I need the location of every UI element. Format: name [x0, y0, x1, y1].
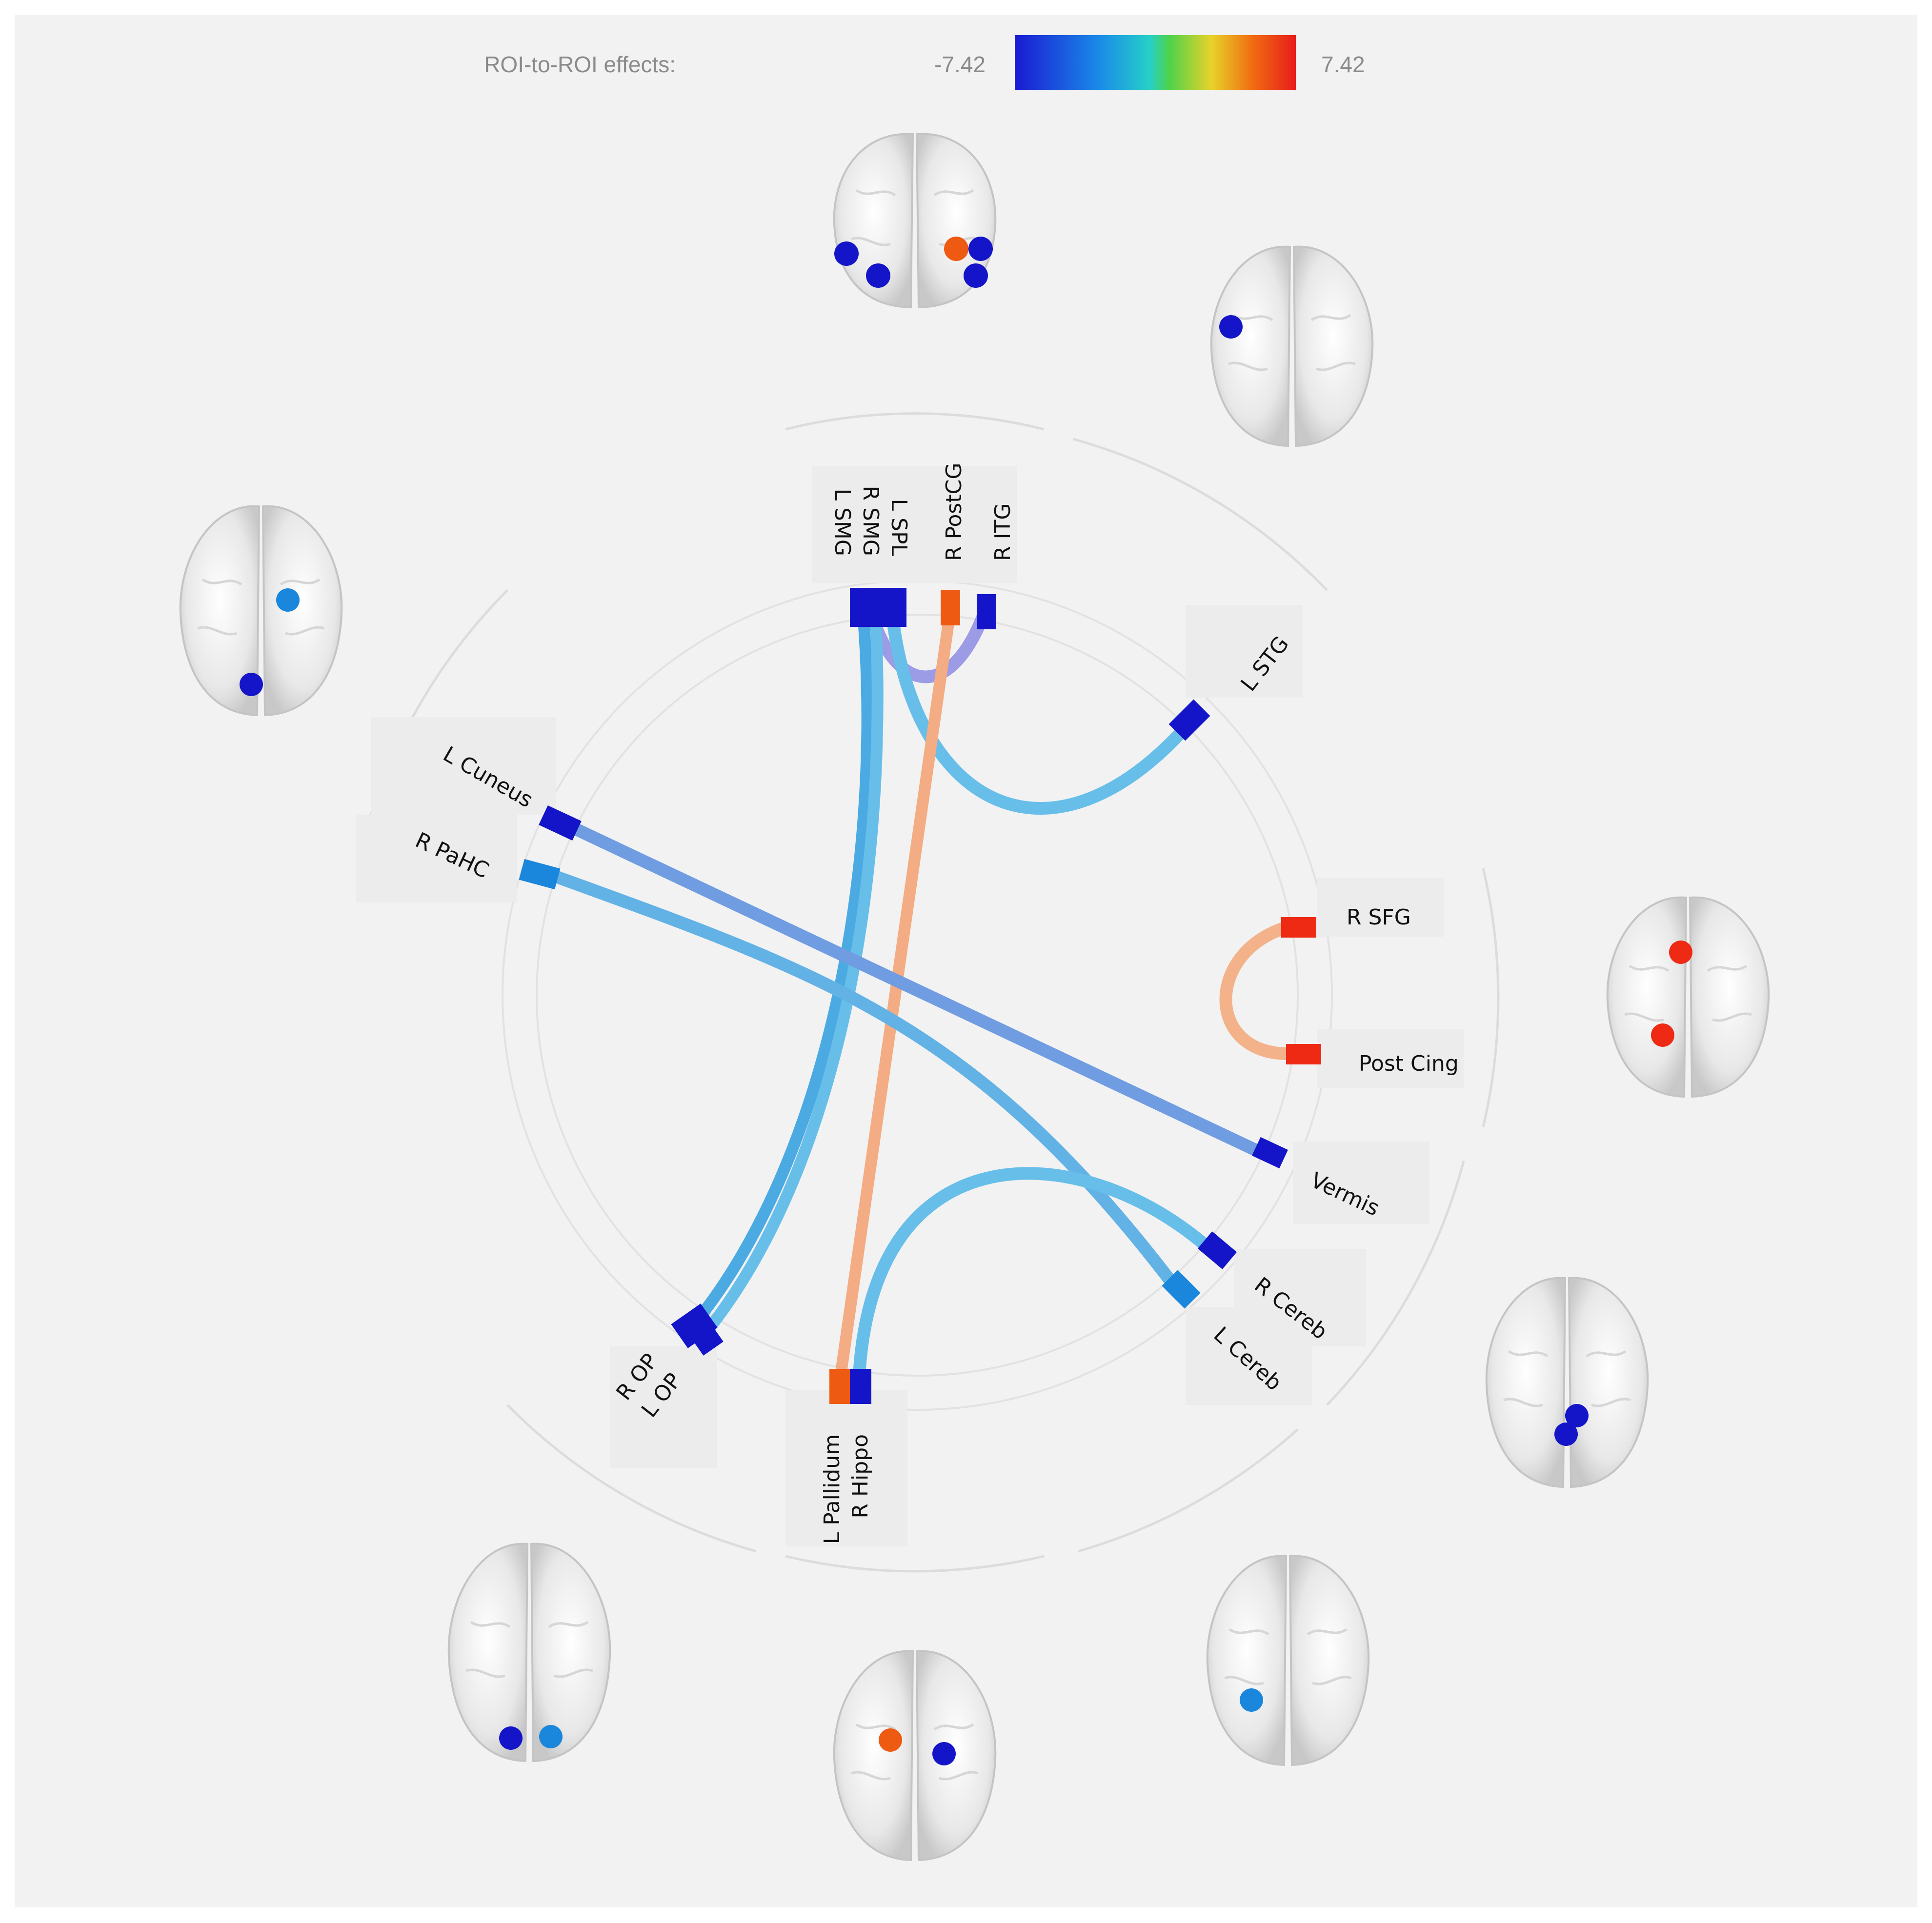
brain-dot [932, 1742, 956, 1765]
group-arc [1073, 438, 1328, 591]
brain-shape [1606, 896, 1770, 1098]
brain-dot [276, 588, 300, 612]
brain-shape [1210, 245, 1374, 447]
group-arc [1078, 1428, 1299, 1553]
brain-dot [1651, 1023, 1674, 1047]
node-marker-r-cereb [1197, 1231, 1237, 1269]
node-marker-l-pallidum [829, 1369, 851, 1404]
node-marker-r-op [671, 1303, 718, 1348]
brain-thumbnails [179, 133, 1770, 1862]
brain-shape [1485, 1277, 1649, 1488]
brain-dot [964, 263, 988, 288]
brain-dot [539, 1725, 563, 1748]
link-rhippo-rcereb [852, 1167, 1221, 1392]
legend-min-label: -7.42 [934, 52, 986, 77]
group-arc [1482, 868, 1500, 1127]
brain-top [833, 133, 997, 309]
brain-right [1606, 896, 1770, 1098]
node-label-r-hippo: R Hippo [848, 1434, 873, 1519]
node-marker-post-cing [1286, 1044, 1321, 1064]
brain-shape [833, 133, 997, 309]
node-label-l-spl: L SPL [886, 499, 911, 557]
brain-bottom-right [1485, 1277, 1649, 1488]
node-markers [519, 588, 1321, 1404]
connection-links [540, 603, 1294, 1392]
node-label-r-postcg: R PostCG [942, 463, 966, 561]
node-marker-r-pahc [519, 859, 561, 890]
brain-shape [1206, 1555, 1370, 1766]
link-lsmg-rop [682, 614, 873, 1338]
node-marker-l-stg [1168, 699, 1210, 741]
node-marker-r-sfg [1281, 917, 1316, 938]
brain-shape [179, 505, 343, 717]
node-label-r-itg: R ITG [990, 503, 1015, 561]
node-marker-l-cereb [1162, 1270, 1201, 1309]
legend-title: ROI-to-ROI effects: [484, 52, 676, 77]
group-arc [506, 1404, 757, 1553]
label-backdrops [356, 466, 1464, 1546]
brain-dot [834, 241, 859, 266]
node-marker-l-cuneus [539, 805, 582, 841]
node-marker-vermis [1252, 1137, 1288, 1169]
node-label-l-smg: L SMG [830, 489, 855, 557]
node-marker-l-spl [882, 588, 906, 627]
node-label-r-sfg: R SFG [1347, 905, 1411, 930]
link-rsfg-postcing [1219, 921, 1294, 1060]
link-rpostcg-lpallidum [833, 604, 956, 1391]
brain-dot [866, 263, 890, 288]
diagram-panel [15, 15, 1917, 1907]
brain-dot [944, 237, 968, 261]
legend-colorbar [1015, 35, 1296, 90]
legend-max-label: 7.42 [1321, 52, 1365, 77]
node-marker-r-hippo [850, 1369, 871, 1404]
brain-shape [833, 1650, 997, 1862]
link-rsmg-lop [697, 614, 884, 1342]
brain-dot [240, 673, 263, 696]
group-arc [1326, 1161, 1465, 1406]
node-label-post-cing: Post Cing [1359, 1051, 1459, 1076]
brain-dot [968, 237, 993, 261]
brain-dot [1554, 1422, 1578, 1446]
brain-dot [1240, 1688, 1263, 1712]
link-rsmg-ritg [867, 603, 992, 683]
node-marker-l-op [686, 1318, 724, 1356]
node-marker-r-itg [977, 594, 996, 629]
brain-bottom [833, 1650, 997, 1862]
brain-bottom-right-lower [1206, 1555, 1370, 1766]
node-label-l-pallidum: L Pallidum [820, 1434, 845, 1544]
brain-left [179, 505, 343, 717]
group-arc [785, 1555, 1045, 1573]
node-marker-r-postcg [941, 590, 960, 625]
link-lcuneus-vermis [560, 818, 1275, 1162]
brain-dot [879, 1728, 902, 1752]
brain-bottom-left [447, 1542, 611, 1763]
brain-dot [1565, 1404, 1589, 1427]
brain-dot [1219, 315, 1243, 339]
brain-shape [447, 1542, 611, 1763]
brain-dot [1669, 941, 1692, 964]
brain-dot [499, 1726, 523, 1750]
brain-top-right [1210, 245, 1374, 447]
node-label-r-smg: R SMG [858, 485, 883, 556]
group-arc [785, 412, 1045, 431]
link-lspl-lstg [886, 613, 1197, 815]
